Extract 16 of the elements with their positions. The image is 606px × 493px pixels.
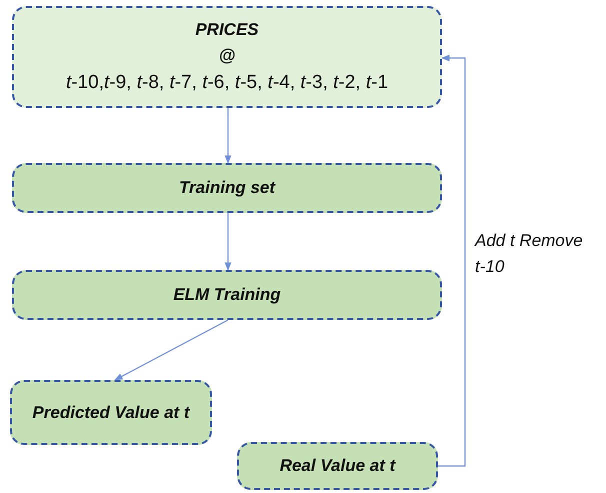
arrow: [224, 213, 232, 271]
process-box: [12, 270, 442, 320]
process-box: [237, 442, 438, 490]
arrow: [114, 319, 228, 381]
process-box: [12, 163, 442, 213]
arrow: [224, 108, 232, 164]
box-label: Predicted Value at t: [32, 402, 190, 424]
arrow: [438, 54, 466, 467]
box-label: ELM Training: [173, 284, 281, 306]
process-box: [10, 380, 212, 445]
box-label: Real Value at t: [280, 455, 396, 477]
box-label: Training set: [178, 177, 276, 199]
box-label: @: [218, 45, 236, 67]
time-steps-text: t-10,t-9, t-8, t-7, t-6, t-5, t-4, t-3, t-2, t-1: [66, 71, 388, 95]
process-box: [12, 6, 442, 108]
box-label: PRICES: [195, 19, 259, 41]
